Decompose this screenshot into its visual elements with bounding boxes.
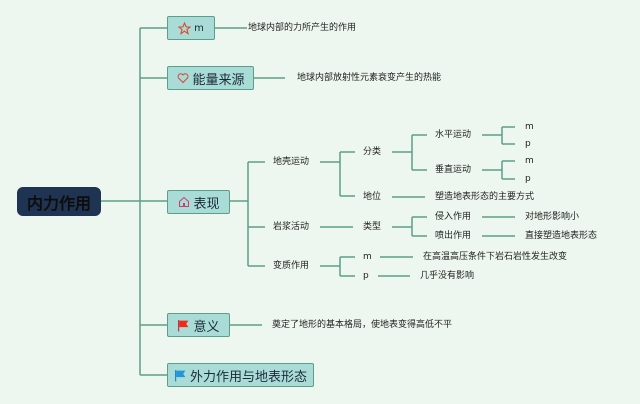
note: 地球内部的力所产生的作用: [248, 23, 357, 33]
leaf-m[interactable]: m: [363, 252, 372, 262]
m-note[interactable]: 在高温高压条件下岩石岩性发生改变: [423, 252, 568, 262]
branch-energy-source[interactable]: 能量来源: [167, 66, 254, 90]
leaf-p[interactable]: p: [525, 174, 531, 184]
p-note[interactable]: 几乎没有影响: [420, 271, 475, 281]
type[interactable]: 类型: [363, 222, 382, 232]
red-flag-icon: [177, 319, 190, 332]
eruption-note[interactable]: 直接塑造地表形态: [525, 231, 598, 241]
branch-label: 意义: [193, 319, 220, 335]
branch-label: 表现: [193, 196, 220, 212]
metamorphism[interactable]: 变质作用: [273, 261, 310, 271]
branch-label: 外力作用与地表形态: [189, 369, 307, 385]
leaf-p[interactable]: p: [525, 139, 531, 149]
home-icon: [177, 196, 190, 209]
branch-significance[interactable]: 意义: [167, 313, 230, 337]
branch-external-forces[interactable]: 外力作用与地表形态: [167, 363, 314, 387]
status-note[interactable]: 塑造地表形态的主要方式: [435, 192, 535, 202]
star-icon: [178, 21, 192, 35]
magma-activity[interactable]: 岩浆活动: [273, 222, 310, 232]
blue-flag-icon: [174, 369, 187, 382]
vertical-movement[interactable]: 垂直运动: [435, 165, 472, 175]
intrusion[interactable]: 侵入作用: [435, 212, 472, 222]
classify[interactable]: 分类: [363, 147, 382, 157]
intrusion-note[interactable]: 对地形影响小: [525, 212, 580, 222]
root-label: 内力作用: [26, 193, 91, 213]
leaf-m[interactable]: m: [525, 122, 534, 132]
horizontal-movement[interactable]: 水平运动: [435, 130, 472, 140]
branch-label: m: [194, 22, 204, 34]
crust-movement[interactable]: 地壳运动: [273, 157, 310, 167]
branch-m[interactable]: m: [167, 16, 215, 40]
leaf-m[interactable]: m: [525, 156, 534, 166]
status[interactable]: 地位: [363, 192, 382, 202]
root-node[interactable]: 内力作用: [17, 187, 101, 216]
eruption[interactable]: 喷出作用: [435, 231, 472, 241]
leaf-p[interactable]: p: [363, 271, 369, 281]
heart-icon: [176, 72, 189, 85]
note: 奠定了地形的基本格局，使地表变得高低不平: [272, 320, 453, 330]
note: 地球内部放射性元素衰变产生的热能: [297, 73, 442, 83]
branch-label: 能量来源: [192, 72, 245, 88]
branch-expression[interactable]: 表现: [167, 190, 230, 214]
